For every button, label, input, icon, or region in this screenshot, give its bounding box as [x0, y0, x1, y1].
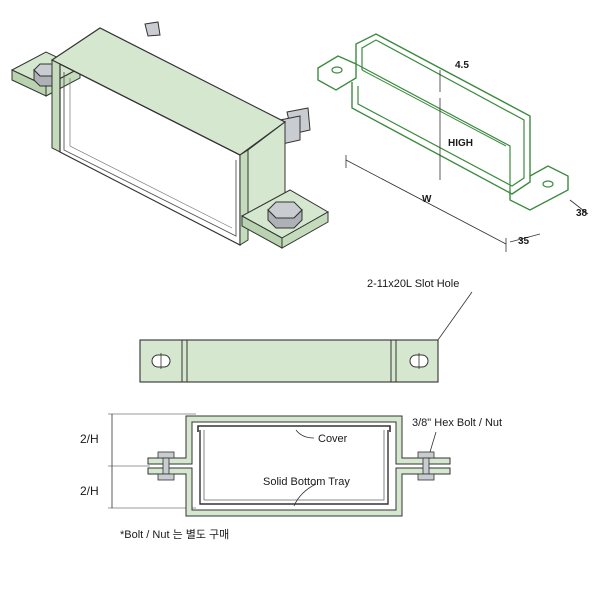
- dim-width: W: [422, 194, 432, 205]
- top-cover-plate: [50, 27, 287, 156]
- dimension-lines: [345, 70, 589, 252]
- dim-depth: 38: [576, 208, 588, 219]
- top-view-strap: 2-11x20L Slot Hole: [139, 278, 473, 383]
- slot-hole-label: 2-11x20L Slot Hole: [367, 278, 459, 290]
- dim-high: HIGH: [448, 138, 473, 149]
- tray-label: Solid Bottom Tray: [263, 476, 350, 488]
- right-flange: [240, 189, 330, 249]
- section-bolt-right-icon: [417, 451, 435, 481]
- section-bolt-left-icon: [157, 451, 175, 481]
- cover-section: [197, 425, 391, 432]
- purchase-note: *Bolt / Nut 는 별도 구매: [120, 528, 229, 541]
- cover-label: Cover: [318, 433, 348, 445]
- half-h-bottom: 2/H: [80, 484, 99, 498]
- iso-clamp-outline: 4.5 HIGH W 35 38: [317, 33, 589, 252]
- dim-top: 4.5: [455, 60, 469, 71]
- front-right-leg: [239, 149, 249, 246]
- iso-clamp-assembly: [10, 21, 330, 249]
- slot-hole-right-icon: [409, 353, 429, 369]
- section-view: 2/H 2/H Cover Solid Bottom Tray 3/8" Hex…: [80, 413, 502, 517]
- tray-section: [199, 430, 389, 505]
- slot-hole-left-icon: [151, 353, 171, 369]
- hex-bolt-label: 3/8" Hex Bolt / Nut: [412, 417, 502, 429]
- lower-clamp: [147, 467, 451, 517]
- half-h-top: 2/H: [80, 432, 99, 446]
- strap-plate: [139, 339, 439, 383]
- upper-clamp: [147, 415, 451, 465]
- dim-flange: 35: [518, 236, 530, 247]
- front-left-leg: [51, 59, 61, 153]
- right-bolt-icon: [267, 201, 303, 229]
